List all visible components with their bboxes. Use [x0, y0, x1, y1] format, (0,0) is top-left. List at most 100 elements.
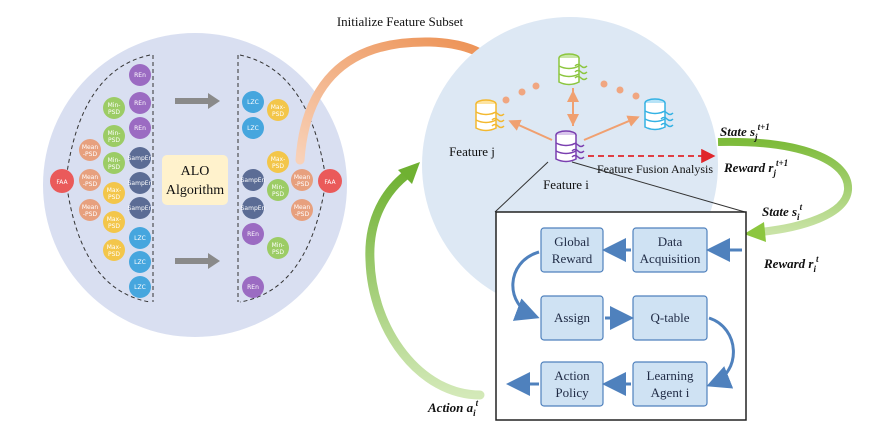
reward-j-label: Reward rjt+1 — [723, 158, 788, 178]
left-outer-node-label: Mean-PSD — [82, 174, 99, 188]
left-inner-node-label: Min-PSD — [108, 102, 121, 116]
right-inner-node-label: Max-PSD — [271, 104, 286, 118]
faa-node-right: FAA — [318, 169, 342, 193]
svg-text:Global: Global — [554, 234, 590, 249]
svg-text:Agent i: Agent i — [651, 385, 690, 400]
state-loop-arrow-head — [744, 222, 766, 242]
flow-box-global-reward: Global Reward — [540, 227, 604, 273]
database-icon-left — [475, 99, 505, 132]
right-column-node-label: REn — [247, 284, 259, 291]
right-column-node-label: REn — [247, 231, 259, 238]
left-outer-node: Mean-PSD — [79, 199, 101, 221]
right-column-node-label: SampEn — [241, 177, 266, 184]
flow-box-data-acquisition: Data Acquisition — [632, 227, 708, 273]
right-column-node: SampEn — [241, 197, 266, 219]
left-inner-node-label: Max-PSD — [107, 216, 122, 230]
left-inner-node-label: Max-PSD — [107, 187, 122, 201]
database-icon-right — [644, 98, 674, 131]
left-inner-node: Min-PSD — [103, 152, 125, 174]
svg-text:Data: Data — [658, 234, 683, 249]
database-icon-top — [558, 53, 588, 86]
left-outer-node: Mean-PSD — [79, 169, 101, 191]
right-column-node: REn — [242, 223, 264, 245]
left-column-node: REn — [129, 117, 151, 139]
right-column-node: LZC — [242, 91, 264, 113]
alo-algorithm-box — [162, 155, 228, 205]
svg-text:Policy: Policy — [555, 385, 589, 400]
action-loop-arrow — [365, 167, 485, 400]
left-column-node: SampEn — [128, 197, 153, 219]
right-column-node-label: LZC — [247, 125, 259, 132]
svg-text:Acquisition: Acquisition — [640, 251, 701, 266]
left-column-node-label: SampEn — [128, 180, 153, 187]
left-column-node-label: LZC — [134, 259, 146, 266]
left-inner-node: Min-PSD — [103, 125, 125, 147]
state-j-label: State sjt+1 — [720, 122, 770, 142]
left-column-node-label: SampEn — [128, 155, 153, 162]
faa-left-label: FAA — [56, 179, 68, 186]
feature-i-label: Feature i — [543, 177, 589, 192]
svg-text:Assign: Assign — [554, 310, 591, 325]
faa-right-label: FAA — [324, 179, 336, 186]
alo-label-line2: Algorithm — [166, 183, 224, 198]
zoom-line-left — [494, 161, 549, 213]
environment-dots — [502, 80, 640, 104]
left-outer-node: Mean-PSD — [79, 139, 101, 161]
flow-box-qtable: Q-table — [632, 295, 708, 341]
right-column-node-label: LZC — [247, 99, 259, 106]
left-column-node-label: REn — [134, 125, 146, 132]
right-inner-node: Min-PSD — [267, 179, 289, 201]
svg-text:Reward rjt+1: Reward rjt+1 — [723, 158, 788, 178]
flow-box-learning-agent: Learning Agent i — [632, 361, 708, 407]
left-column-node: SampEn — [128, 147, 153, 169]
left-column-node-label: LZC — [134, 235, 146, 242]
flow-box-action-policy: Action Policy — [540, 361, 604, 407]
action-loop-arrow-head — [398, 162, 420, 184]
left-inner-node-label: Min-PSD — [108, 157, 121, 171]
left-inner-node-label: Max-PSD — [107, 244, 122, 258]
database-icon-center — [555, 130, 585, 163]
right-inner-node-label: Min-PSD — [272, 242, 285, 256]
left-column-node: LZC — [129, 227, 151, 249]
fusion-label: Feature Fusion Analysis — [597, 162, 713, 176]
right-inner-node-label: Max-PSD — [271, 156, 286, 170]
left-column-node-label: REn — [134, 100, 146, 107]
initialize-label: Initialize Feature Subset — [337, 14, 464, 29]
faa-node-left: FAA — [50, 169, 74, 193]
left-inner-node: Min-PSD — [103, 97, 125, 119]
left-outer-node-label: Mean-PSD — [82, 144, 99, 158]
state-loop-arrow — [717, 137, 852, 236]
state-i-label: State sit — [762, 202, 803, 222]
right-outer-node-label: Mean-PSD — [294, 174, 311, 188]
database-links — [508, 88, 640, 141]
svg-text:Reward: Reward — [552, 251, 593, 266]
flow-arrows — [506, 238, 742, 396]
svg-text:State sjt+1: State sjt+1 — [720, 122, 770, 142]
svg-text:State sit: State sit — [762, 202, 803, 222]
zoom-line-right — [571, 161, 746, 213]
left-inner-node-label: Min-PSD — [108, 130, 121, 144]
right-outer-node: Mean-PSD — [291, 169, 313, 191]
left-outer-node-label: Mean-PSD — [82, 204, 99, 218]
left-column-node: LZC — [129, 276, 151, 298]
left-column-node-label: LZC — [134, 284, 146, 291]
alo-label-line1: ALO — [181, 164, 210, 179]
right-column-node: REn — [242, 276, 264, 298]
right-outer-node: Mean-PSD — [291, 199, 313, 221]
svg-text:Learning: Learning — [647, 368, 694, 383]
left-column-node: SampEn — [128, 172, 153, 194]
grey-arrow-bottom — [175, 253, 220, 269]
right-inner-node: Max-PSD — [267, 99, 289, 121]
svg-text:Reward rit: Reward rit — [763, 254, 819, 274]
reward-i-label: Reward rit — [763, 254, 819, 274]
left-inner-node: Max-PSD — [103, 211, 125, 233]
svg-text:Q-table: Q-table — [651, 310, 690, 325]
right-inner-node: Min-PSD — [267, 237, 289, 259]
grey-arrow-top — [175, 93, 220, 109]
right-column-node: SampEn — [241, 169, 266, 191]
right-column-node: LZC — [242, 117, 264, 139]
action-label: Action ait — [427, 398, 479, 418]
left-column-node: REn — [129, 92, 151, 114]
right-column-node-label: SampEn — [241, 205, 266, 212]
